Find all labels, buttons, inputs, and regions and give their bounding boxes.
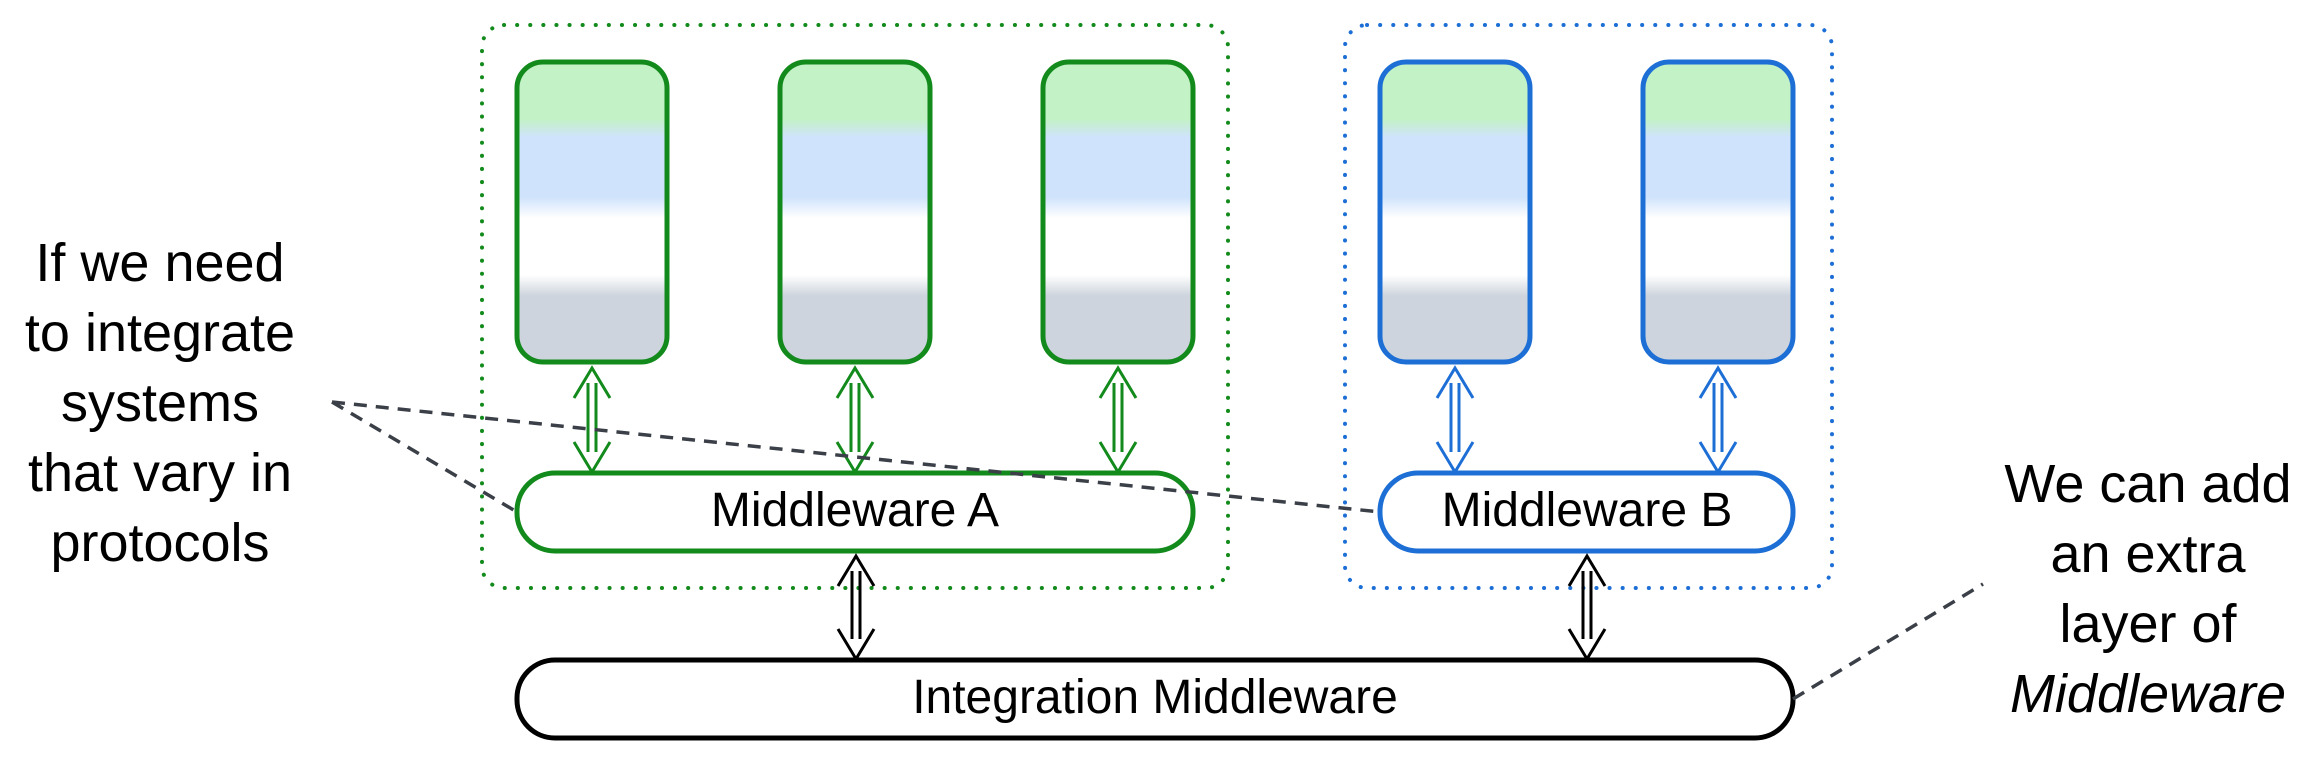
system-b2 <box>1640 59 1796 365</box>
annotation-left: If we need to integrate systems that var… <box>0 228 320 578</box>
group-a-boundary <box>480 23 1230 590</box>
annotation-left-line-2: to integrate <box>24 303 296 363</box>
middleware-b-label: Middleware B <box>1442 484 1733 537</box>
annotation-left-line-3: systems <box>60 373 260 433</box>
middleware-b-box <box>1377 470 1796 554</box>
middleware-a-label: Middleware A <box>711 484 999 537</box>
leader-line-to-middleware-a <box>331 400 518 514</box>
annotation-left-line-1: If we need <box>35 233 285 293</box>
group-b-boundary <box>1343 23 1834 590</box>
middleware-a-box <box>514 470 1196 554</box>
annotation-left-line-5: protocols <box>50 513 270 573</box>
annotation-right-line-2: an extra <box>2050 524 2246 584</box>
double-arrow-b1 <box>1435 365 1475 475</box>
system-a2 <box>777 59 933 365</box>
double-arrow-integration-a <box>836 553 876 662</box>
integration-middleware-label: Integration Middleware <box>912 671 1398 724</box>
double-arrow-b2 <box>1698 365 1738 475</box>
double-arrow-a1 <box>572 365 612 475</box>
annotation-right-line-1: We can add <box>2004 454 2292 514</box>
annotation-right: We can add an extra layer of Middleware <box>1988 449 2308 729</box>
annotation-left-line-4: that vary in <box>27 443 293 503</box>
annotation-right-line-3: layer of <box>2059 594 2237 654</box>
double-arrow-a3 <box>1098 365 1138 475</box>
system-a1 <box>514 59 670 365</box>
leader-line-to-integration <box>1792 582 1984 701</box>
double-arrow-integration-b <box>1567 553 1607 662</box>
system-a3 <box>1040 59 1196 365</box>
annotation-right-emphasis: Middleware <box>2009 664 2287 724</box>
system-b1 <box>1377 59 1533 365</box>
